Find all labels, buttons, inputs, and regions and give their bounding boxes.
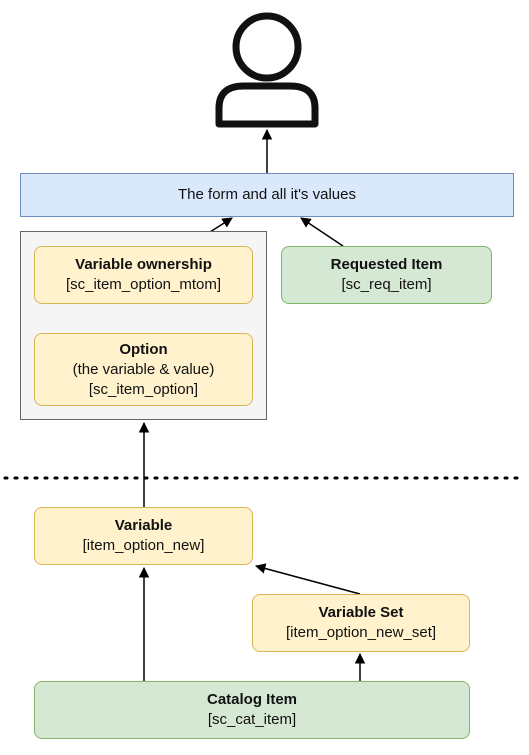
- catalog-item-title: Catalog Item: [206, 691, 297, 708]
- variable-table: [item_option_new]: [82, 537, 205, 554]
- variable-set-table: [item_option_new_set]: [285, 624, 437, 641]
- variable-ownership-node: Variable ownership [sc_item_option_mtom]: [34, 246, 253, 304]
- variable-ownership-title: Variable ownership: [75, 256, 212, 273]
- requested-item-title: Requested Item: [330, 256, 443, 273]
- catalog-item-node: Catalog Item [sc_cat_item]: [34, 681, 470, 739]
- form-label: The form and all it's values: [178, 186, 356, 203]
- option-title: Option: [119, 340, 168, 358]
- arrow-requested-to-form: [300, 217, 344, 247]
- variable-ownership-table: [sc_item_option_mtom]: [65, 276, 222, 293]
- requested-item-node: Requested Item [sc_req_item]: [281, 246, 492, 304]
- variable-set-title: Variable Set: [318, 604, 404, 621]
- arrow-varset-to-variable: [254, 563, 361, 595]
- variable-title: Variable: [114, 517, 173, 534]
- variable-node: Variable [item_option_new]: [34, 507, 253, 565]
- requested-item-table: [sc_req_item]: [341, 276, 432, 293]
- option-subtitle: (the variable & value): [72, 360, 215, 378]
- catalog-item-table: [sc_cat_item]: [207, 711, 297, 728]
- user-icon: [215, 12, 319, 128]
- option-table: [sc_item_option]: [88, 380, 199, 398]
- option-node: Option (the variable & value) [sc_item_o…: [34, 333, 253, 406]
- form-node: The form and all it's values: [20, 173, 514, 217]
- variable-set-node: Variable Set [item_option_new_set]: [252, 594, 470, 652]
